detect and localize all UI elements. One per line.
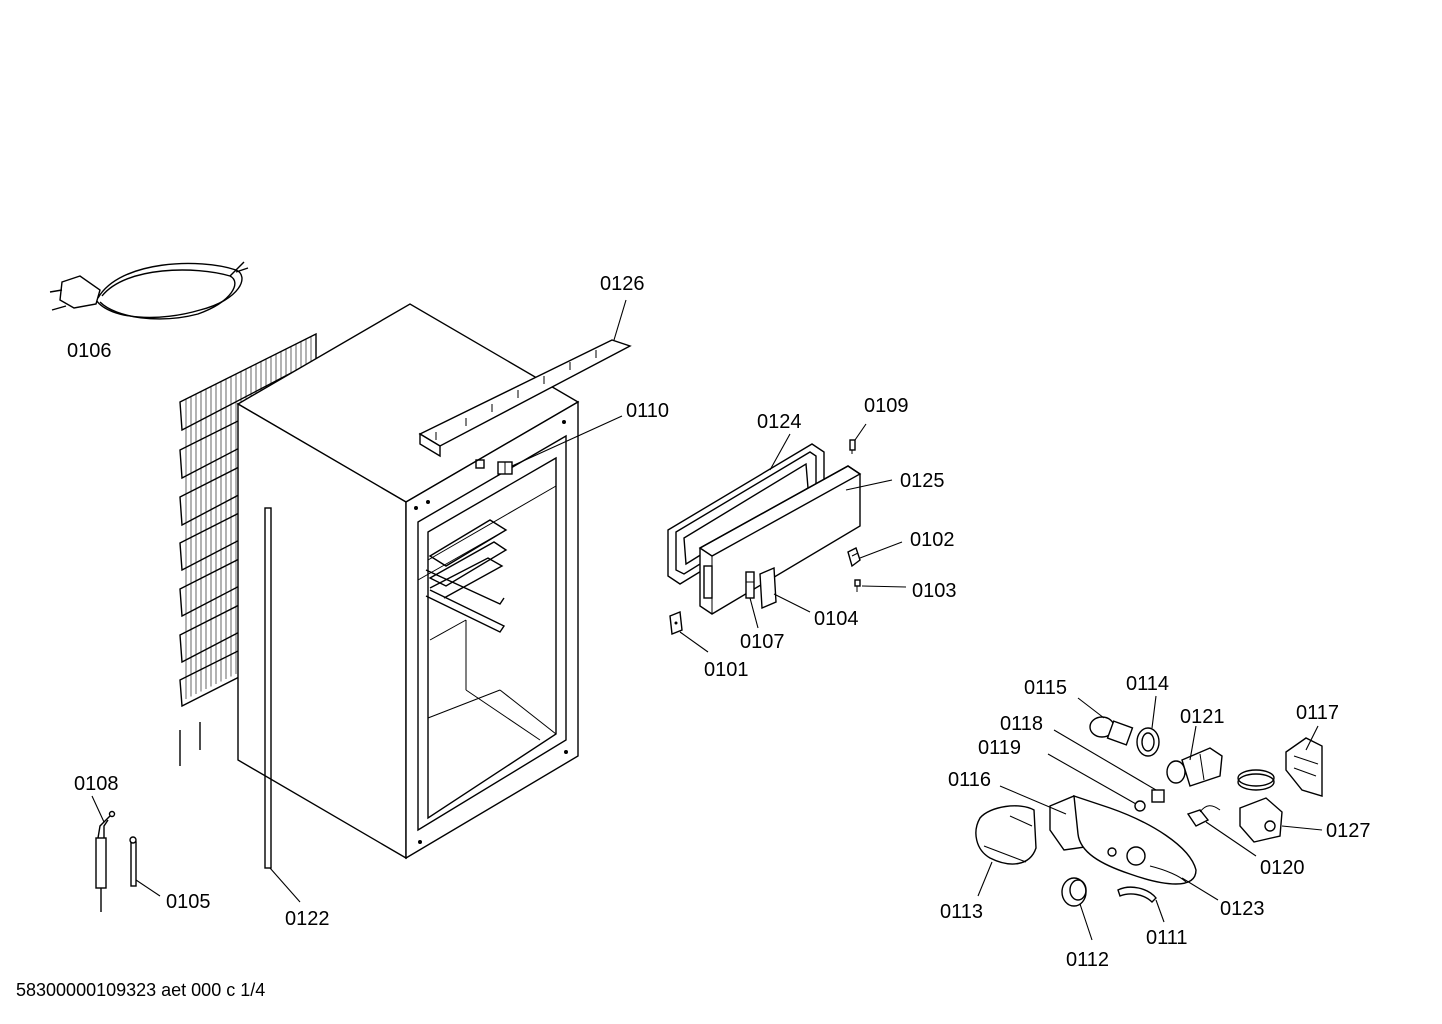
label-0125: 0125 (900, 470, 945, 492)
thermostat-part-0127[interactable] (1237, 769, 1283, 843)
sealing-strip-part-0122[interactable] (264, 507, 272, 869)
sensor-part-0108[interactable] (95, 810, 116, 913)
knob-part-0119[interactable] (1134, 800, 1146, 812)
cabinet-housing (236, 303, 580, 860)
label-0119: 0119 (978, 737, 1021, 759)
label-0106: 0106 (67, 340, 112, 362)
connector-part-0120[interactable] (1186, 805, 1221, 827)
power-cord-part-0106[interactable] (49, 261, 249, 320)
label-0110: 0110 (626, 400, 669, 422)
plate-part-0101[interactable] (669, 611, 683, 635)
hinge-part-0102[interactable] (847, 547, 861, 568)
label-0126: 0126 (600, 273, 645, 295)
screw-part-0103[interactable] (854, 579, 861, 592)
label-0121: 0121 (1180, 706, 1225, 728)
lamp-cover-part-0113[interactable] (975, 805, 1037, 865)
label-0111: 0111 (1146, 927, 1188, 949)
top-bracket-part-0126[interactable] (418, 339, 632, 458)
label-0107: 0107 (740, 631, 785, 653)
spring-part-0111[interactable] (1117, 886, 1157, 903)
label-0104: 0104 (814, 608, 859, 630)
lamp-housing-part-0116[interactable] (1049, 794, 1197, 885)
label-0109: 0109 (864, 395, 909, 417)
handle-part-0104[interactable] (759, 566, 777, 610)
label-0113: 0113 (940, 901, 983, 923)
clip-part-0118[interactable] (1151, 789, 1165, 803)
label-0103: 0103 (912, 580, 957, 602)
drawing-footer-code: 58300000109323 aet 000 c 1/4 (16, 980, 266, 1000)
label-0114: 0114 (1126, 673, 1169, 695)
label-0102: 0102 (910, 529, 955, 551)
label-0101: 0101 (704, 659, 749, 681)
label-0105: 0105 (166, 891, 211, 913)
label-0127: 0127 (1326, 820, 1371, 842)
label-0123: 0123 (1220, 898, 1265, 920)
socket-part-0121[interactable] (1166, 747, 1223, 787)
bracket-part-0117[interactable] (1285, 737, 1323, 797)
label-0122: 0122 (285, 908, 330, 930)
door-panel-part-0125[interactable] (698, 465, 862, 615)
switch-part-0110[interactable] (497, 461, 513, 475)
label-0117: 0117 (1296, 702, 1339, 724)
ring-part-0114[interactable] (1136, 727, 1160, 757)
label-0120: 0120 (1260, 857, 1305, 879)
latch-part-0107[interactable] (745, 571, 755, 599)
label-0124: 0124 (757, 411, 802, 433)
label-0115: 0115 (1024, 677, 1067, 699)
label-0116: 0116 (948, 769, 991, 791)
label-0108: 0108 (74, 773, 119, 795)
label-0112: 0112 (1066, 949, 1109, 971)
label-0118: 0118 (1000, 713, 1043, 735)
screw-part-0109[interactable] (849, 439, 856, 454)
sensor-part-0105[interactable] (129, 836, 137, 887)
bulb-part-0115[interactable] (1089, 716, 1134, 746)
knob-part-0112[interactable] (1061, 877, 1087, 907)
